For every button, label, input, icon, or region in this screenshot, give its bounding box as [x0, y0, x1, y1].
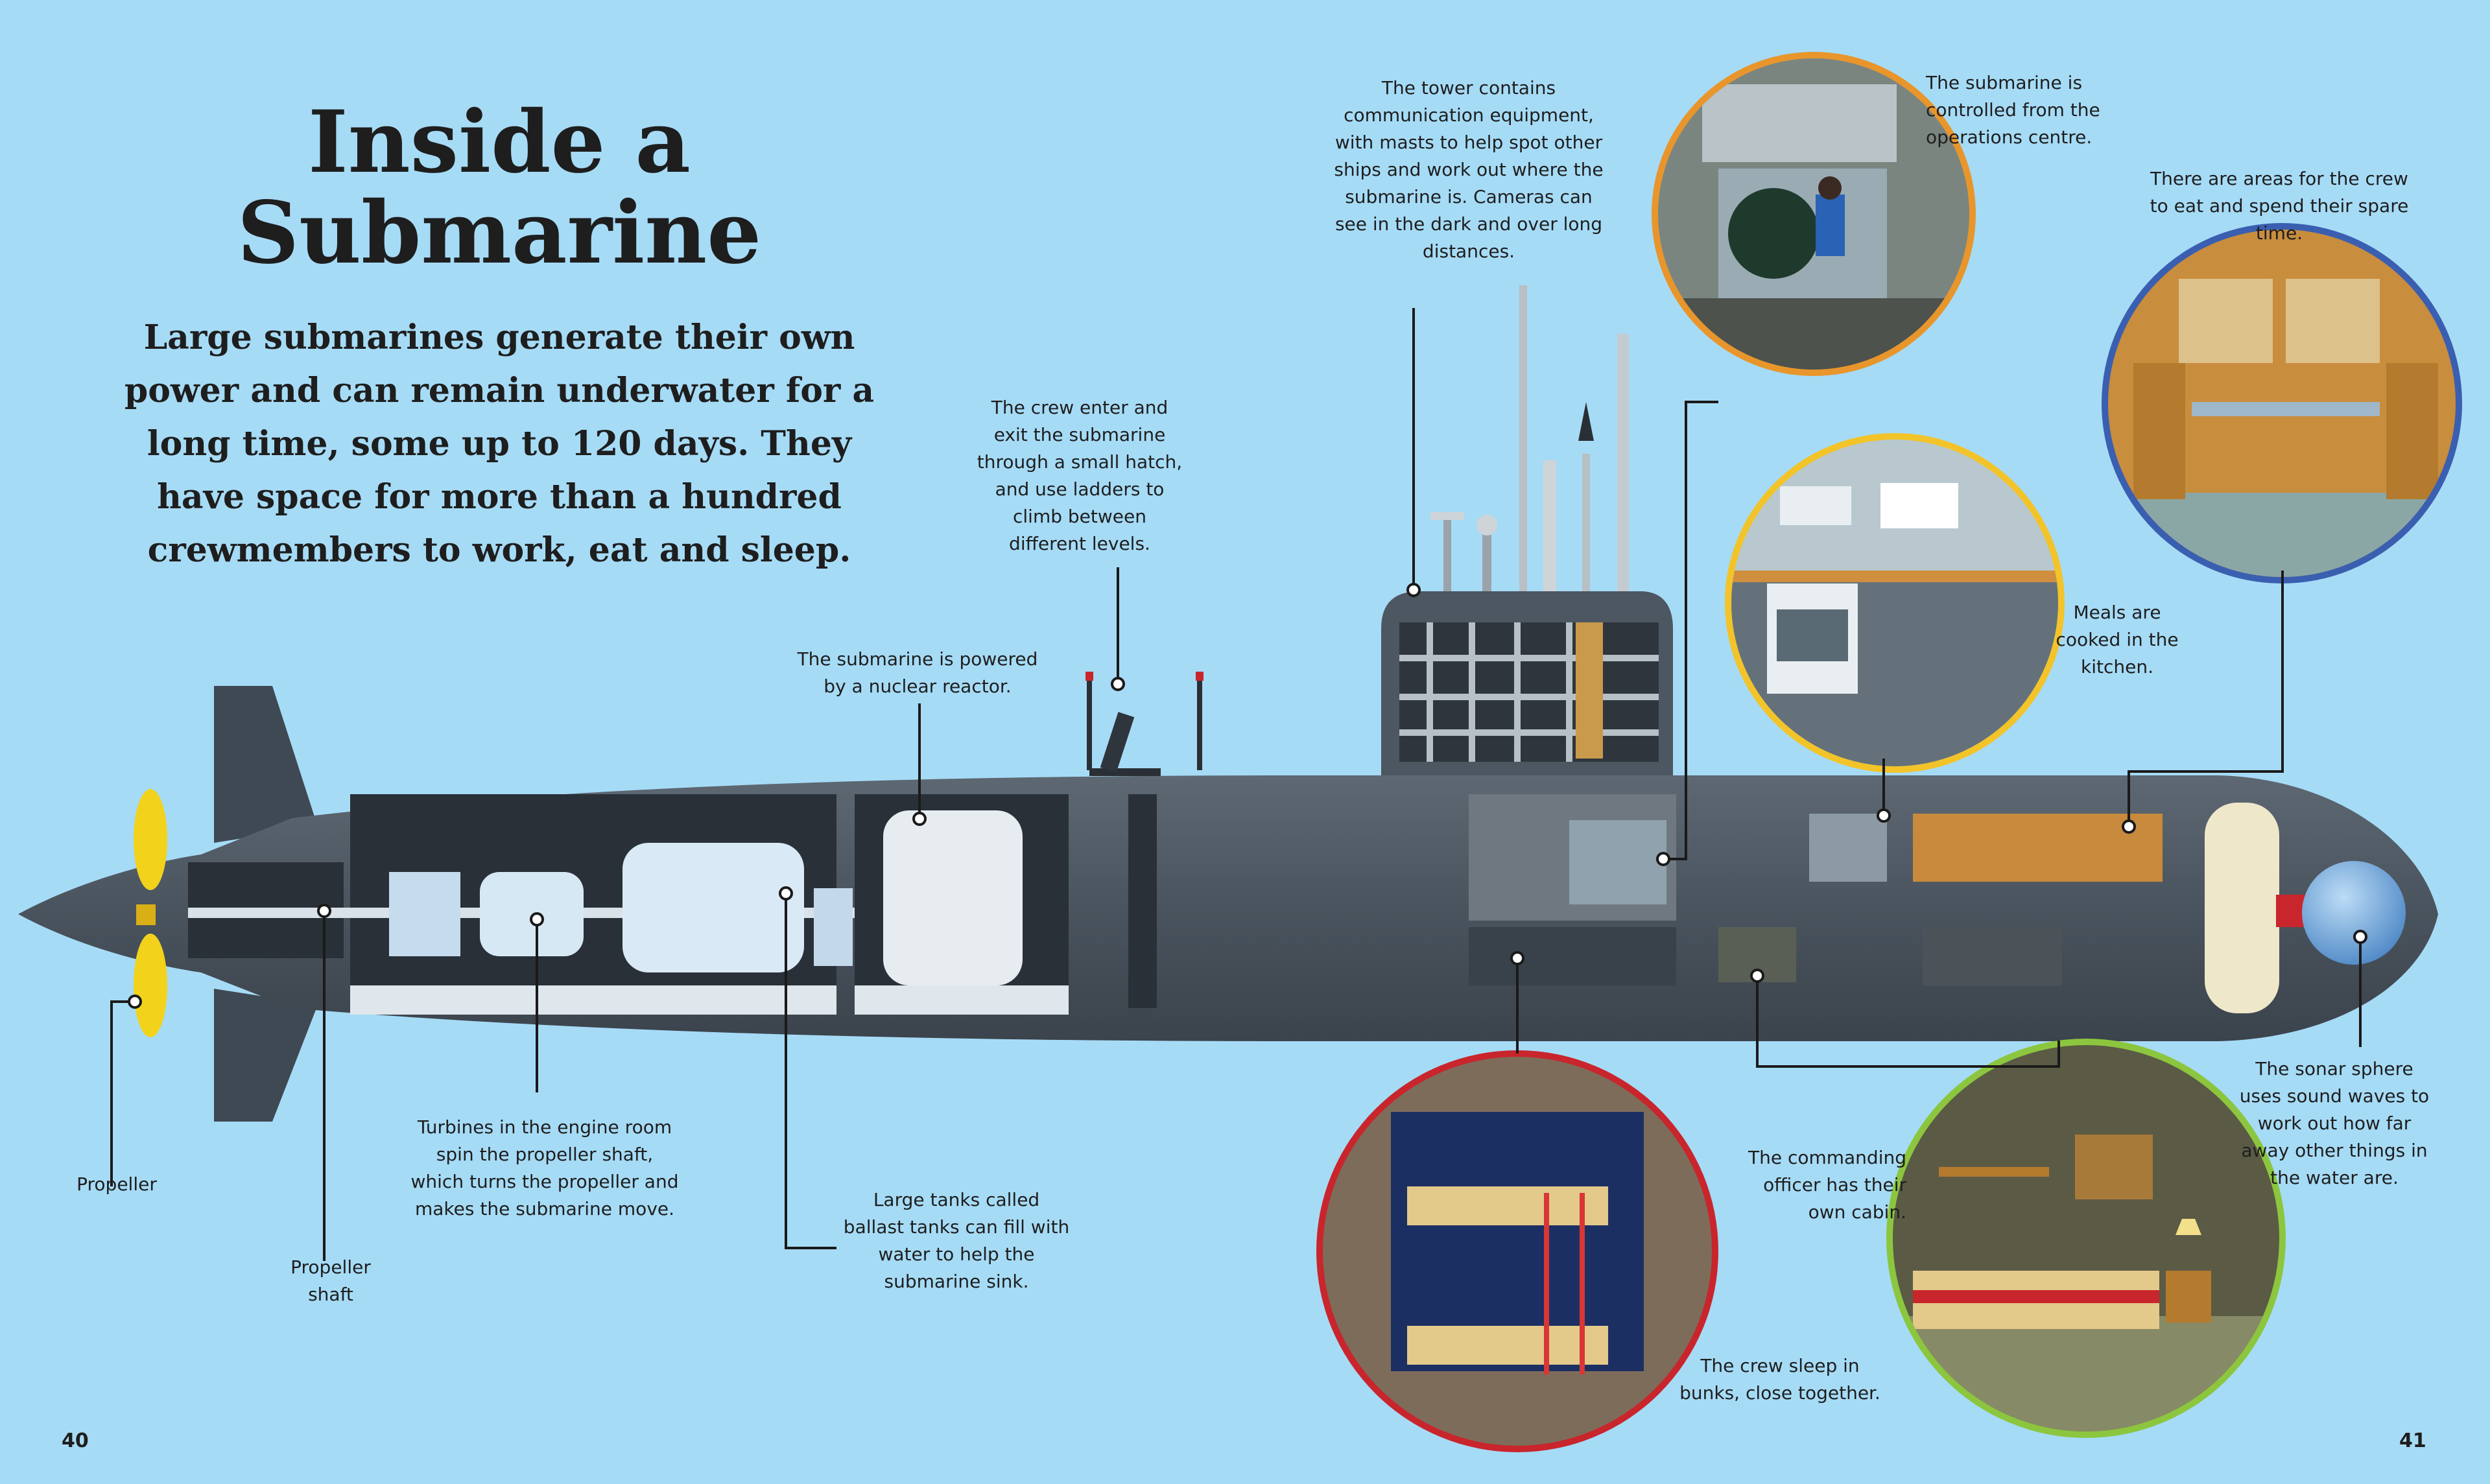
- callout-turbines: Turbines in the engine room spin the pro…: [410, 1116, 679, 1219]
- page-title: Inside a Submarine: [149, 97, 849, 279]
- inset-cabin: [1886, 1039, 2286, 1438]
- inset-mess: [2102, 223, 2462, 583]
- callout-mess: There are areas for the crew to eat and …: [2150, 168, 2409, 244]
- sonar-sphere: [2302, 861, 2406, 965]
- callout-kitchen: Meals are cooked in the kitchen.: [2056, 602, 2179, 677]
- upper-rudder: [214, 686, 318, 843]
- title-line-1: Inside a: [308, 92, 691, 193]
- engine-room: [188, 794, 927, 1015]
- callout-ballast: Large tanks called ballast tanks can fil…: [843, 1189, 1070, 1292]
- callout-bunks: The crew sleep in bunks, close together.: [1679, 1355, 1880, 1404]
- submarine: [18, 285, 2438, 1122]
- callout-propeller: Propeller: [77, 1173, 157, 1195]
- callout-propeller-shaft: Propeller shaft: [290, 1256, 371, 1305]
- reactor-room: [855, 794, 1157, 1015]
- inset-operations: [1652, 52, 1976, 376]
- page-number-right: 41: [2399, 1430, 2426, 1452]
- leader-dots: [128, 583, 2367, 1009]
- leader-lines: [110, 308, 2362, 1261]
- intro-text: Large submarines generate their own powe…: [124, 318, 875, 570]
- hatch: [1085, 672, 1204, 776]
- title-line-2: Submarine: [237, 183, 762, 283]
- propeller: [134, 789, 167, 1037]
- page-number-left: 40: [62, 1430, 89, 1452]
- inset-kitchen: [1725, 433, 2065, 773]
- lower-rudder: [214, 989, 318, 1122]
- tower-mast-base: [1576, 622, 1603, 759]
- callout-tower: The tower contains communication equipme…: [1334, 77, 1604, 262]
- interior-compartments: [1469, 794, 2406, 1013]
- callout-reactor: The submarine is powered by a nuclear re…: [797, 648, 1038, 697]
- tower-interior: [1399, 622, 1659, 762]
- callout-operations: The submarine is controlled from the ope…: [1926, 72, 2100, 148]
- callout-sonar: The sonar sphere uses sound waves to wor…: [2239, 1058, 2430, 1188]
- masts: [1430, 285, 1629, 591]
- callout-commander: The commanding officer has their own cab…: [1748, 1147, 1906, 1223]
- callout-hatch: The crew enter and exit the submarine th…: [977, 397, 1183, 554]
- inset-bunks: [1316, 1050, 1718, 1452]
- tower-frames: [1399, 622, 1659, 762]
